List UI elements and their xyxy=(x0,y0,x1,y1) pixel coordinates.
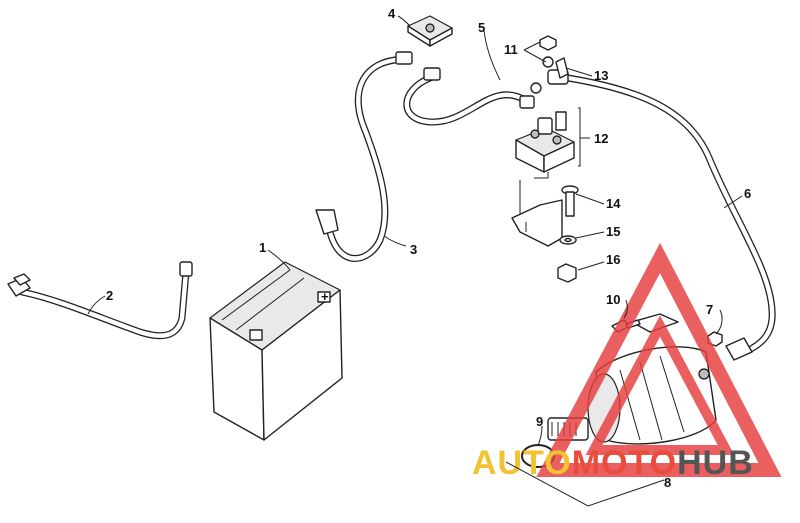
watermark-hub: HUB xyxy=(677,444,754,482)
label-14: 14 xyxy=(606,196,621,211)
watermark-auto: AUTO xyxy=(472,444,572,482)
label-2: 2 xyxy=(106,288,113,303)
watermark-triangle-inner xyxy=(585,315,735,455)
label-12: 12 xyxy=(594,131,608,146)
label-3: 3 xyxy=(410,242,417,257)
ground-cable xyxy=(7,261,193,340)
watermark xyxy=(536,242,782,477)
cap-screw-14 xyxy=(561,185,579,217)
label-8: 8 xyxy=(664,475,671,490)
label-15: 15 xyxy=(606,224,620,239)
label-1: 1 xyxy=(259,240,266,255)
terminal-cover xyxy=(407,15,453,47)
solenoid-bracket xyxy=(511,180,563,247)
label-4: 4 xyxy=(388,6,396,21)
label-7: 7 xyxy=(706,302,713,317)
label-11: 11 xyxy=(504,42,518,57)
washer-15 xyxy=(559,235,577,245)
label-5: 5 xyxy=(478,20,485,35)
label-16: 16 xyxy=(606,252,620,267)
label-6: 6 xyxy=(744,186,751,201)
svg-text:+: + xyxy=(321,289,329,304)
watermark-text: AUTOMOTOHUB xyxy=(472,444,754,482)
nut-11 xyxy=(530,35,557,94)
watermark-triangle-outer xyxy=(536,242,782,477)
boot-13 xyxy=(555,57,569,79)
label-13: 13 xyxy=(594,68,608,83)
battery: + xyxy=(209,261,343,441)
starter-solenoid xyxy=(515,111,575,179)
label-10: 10 xyxy=(606,292,620,307)
solenoid-cable xyxy=(403,67,535,126)
battery-positive-cable xyxy=(315,51,413,262)
lock-nut-16 xyxy=(557,263,577,283)
label-9: 9 xyxy=(536,414,543,429)
watermark-moto: MOTO xyxy=(572,444,677,482)
